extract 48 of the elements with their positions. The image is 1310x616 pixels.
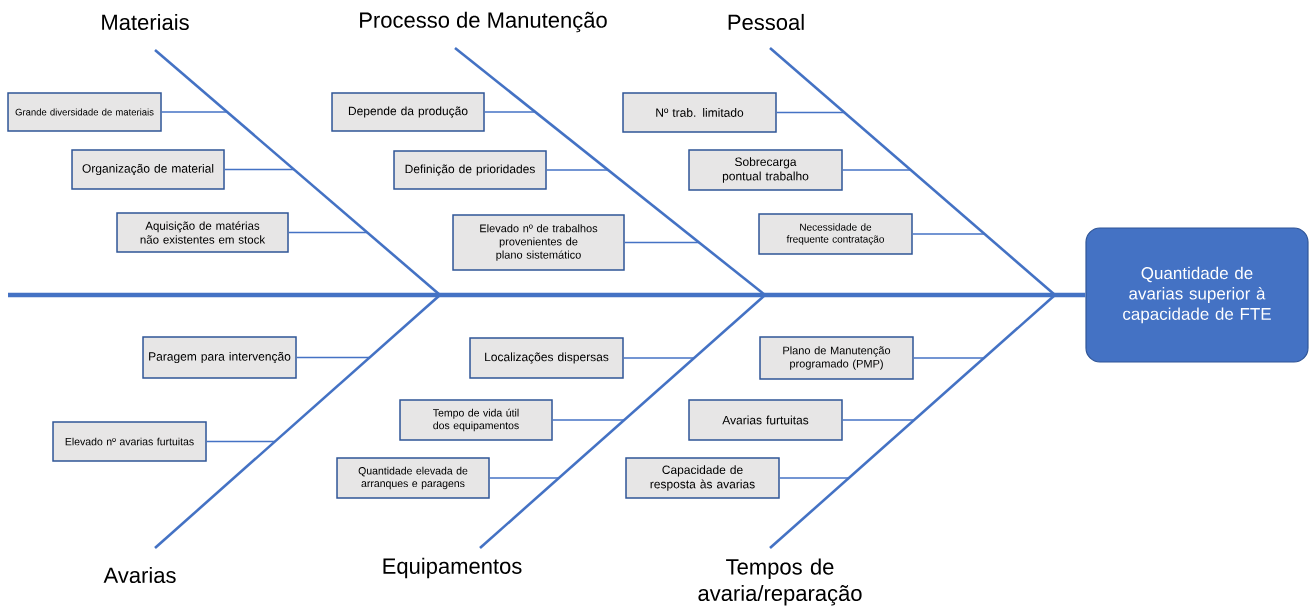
cause-line <box>161 111 228 113</box>
cause-box: Depende da produção <box>331 92 485 132</box>
cause-box: Aquisição de matérias não existentes em stock <box>116 212 289 253</box>
cause-box: Avarias furtuitas <box>688 399 843 441</box>
cause-box: Plano de Manutenção programado (PMP) <box>759 336 914 380</box>
bone-line <box>769 47 1056 296</box>
cause-box: Tempo de vida útil dos equipamentos <box>399 399 553 441</box>
category-label: Pessoal <box>728 13 804 31</box>
category-label: Equipamentos <box>383 557 522 579</box>
cause-box: Capacidade de resposta às avarias <box>625 457 780 499</box>
cause-line <box>912 233 986 235</box>
cause-line <box>489 477 560 479</box>
cause-line <box>842 419 915 421</box>
bone-line <box>154 294 441 549</box>
cause-line <box>224 168 295 171</box>
cause-line <box>206 440 276 443</box>
cause-box: Nº trab. limitado <box>622 92 777 133</box>
effect-box: Quantidade de avarias superior à capacidade de FTE <box>1085 227 1309 363</box>
bone-line <box>479 294 766 549</box>
cause-line <box>913 357 985 359</box>
category-label: Avarias <box>103 566 176 584</box>
cause-box: Definição de prioridades <box>393 150 547 190</box>
cause-line <box>779 477 850 479</box>
cause-line <box>296 356 371 359</box>
bone-line <box>769 294 1056 549</box>
cause-box: Quantidade elevada de arranques e paragens <box>336 457 490 499</box>
cause-line <box>484 111 537 113</box>
cause-box: Sobrecarga pontual trabalho <box>688 149 843 191</box>
cause-line <box>776 111 846 114</box>
cause-box: Localizações dispersas <box>469 337 624 379</box>
category-label: Processo de Manutenção <box>360 11 607 33</box>
cause-box: Elevado nº de trabalhos provenientes de plano sistemático <box>452 214 625 271</box>
cause-line <box>546 169 609 171</box>
cause-line <box>842 169 912 171</box>
cause-box: Necessidade de frequente contratação <box>758 213 913 255</box>
cause-line <box>552 419 625 421</box>
cause-line <box>623 357 695 359</box>
spine-line <box>8 292 1086 298</box>
bone-line <box>454 47 766 296</box>
cause-box: Paragem para intervenção <box>142 336 297 379</box>
cause-box: Grande diversidade de materiais <box>7 92 162 132</box>
cause-line <box>288 231 369 234</box>
cause-box: Elevado nº avarias furtuitas <box>52 421 207 462</box>
cause-line <box>624 241 700 244</box>
bone-line <box>154 49 441 296</box>
category-label: Materiais <box>102 13 189 31</box>
cause-box: Organização de material <box>71 149 225 190</box>
category-label: Tempos de avaria/reparação <box>698 558 862 606</box>
